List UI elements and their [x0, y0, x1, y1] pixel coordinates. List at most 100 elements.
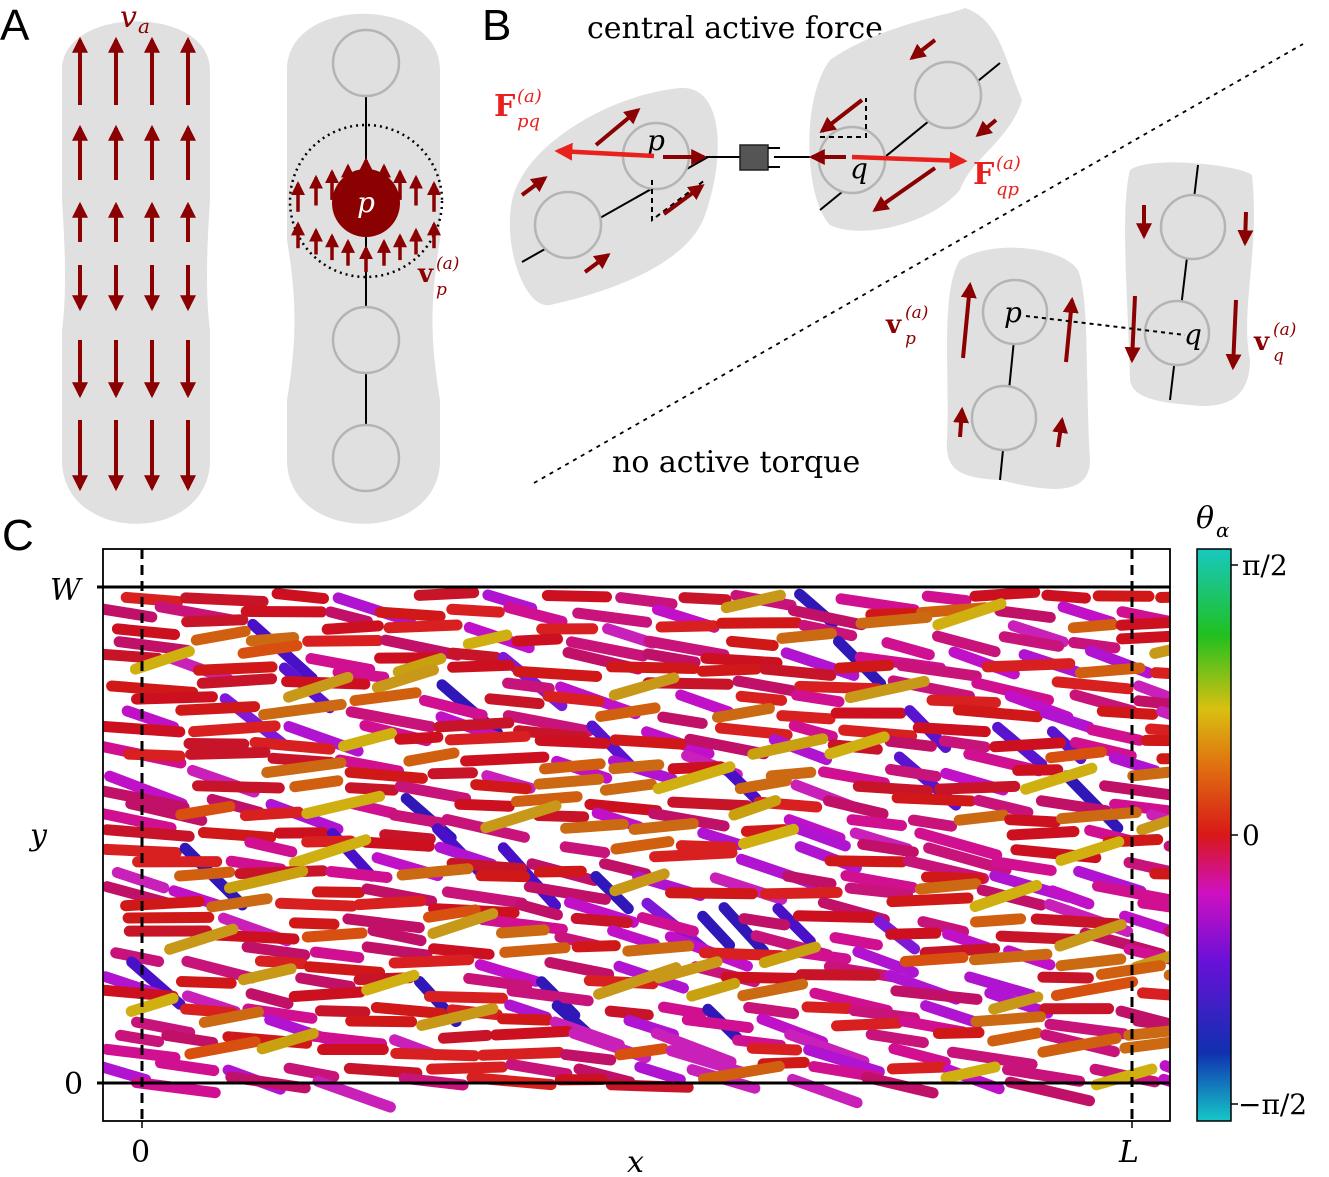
p-label-b: p: [647, 124, 665, 157]
cell-p-top: p: [509, 87, 718, 306]
rod-cell: [224, 865, 309, 894]
rod-cell: [914, 878, 982, 895]
rod-cell: [249, 737, 336, 755]
rod-cell: [237, 640, 303, 659]
rod-cell: [533, 810, 590, 823]
rod-cell: [615, 592, 678, 610]
rod-cell: [857, 838, 919, 858]
rod-cell: [886, 1061, 947, 1075]
rod-cell: [103, 785, 190, 813]
rod-cell: [844, 882, 914, 900]
rod-cell: [1030, 913, 1123, 930]
rod-cell: [1006, 826, 1080, 841]
rod-cell: [345, 706, 437, 733]
rod-cell: [490, 1025, 574, 1041]
rod-cell: [720, 971, 800, 984]
rod-cell: [1044, 1018, 1130, 1040]
vq-sub-b: q: [1273, 346, 1284, 366]
neighborhood-circle: [288, 123, 444, 279]
rod-cell: [746, 1042, 803, 1056]
rod-cell: [283, 1062, 340, 1083]
node-circle: [331, 305, 401, 375]
x-axis-label: x: [627, 1145, 644, 1177]
vp-label: v: [417, 259, 434, 289]
rod-cell: [480, 800, 562, 834]
rod-cell: [803, 1044, 885, 1078]
rod-cell: [953, 809, 1009, 826]
no-torque-caption: no active torque: [612, 445, 860, 480]
rod-cell: [610, 836, 675, 855]
rod-cell: [818, 766, 890, 789]
rod-cell: [884, 735, 937, 752]
rod-cell: [193, 661, 278, 676]
rod-cell: [824, 731, 890, 760]
rod-cell: [657, 711, 708, 729]
rod-cell: [1149, 868, 1170, 880]
rod-cell: [1140, 734, 1170, 747]
rod-cell: [969, 586, 1041, 602]
rod-cell: [789, 821, 851, 852]
rod-cell: [822, 795, 889, 820]
particle-p: [332, 169, 400, 237]
rod-cell: [970, 1011, 1047, 1027]
rod-cell: [379, 829, 436, 845]
rod-cell: [289, 775, 344, 793]
rod-cell: [475, 870, 531, 883]
rod-cell: [1051, 676, 1134, 695]
panel-label-a: A: [0, 1, 30, 50]
rod-cell: [511, 633, 564, 647]
rod-cell: [655, 620, 720, 633]
rod-cell: [295, 972, 356, 992]
rod-cell: [570, 912, 633, 929]
rod-cell: [595, 702, 661, 722]
rod-cell: [131, 691, 218, 705]
rod-cell: [325, 606, 373, 627]
rod-cell: [776, 710, 836, 725]
rod-cell: [718, 902, 770, 957]
rod-cell: [940, 1061, 1001, 1084]
rod-cell: [428, 943, 495, 960]
rod-cell: [505, 1058, 573, 1080]
colorbar-tick-mid: 0: [1242, 819, 1260, 852]
rod-cell: [1055, 953, 1127, 972]
rod-cell: [190, 625, 251, 646]
rod-cell: [846, 814, 907, 832]
rod-cell: [539, 758, 606, 775]
rod-cell: [784, 1029, 870, 1067]
rod-cell: [801, 1001, 854, 1014]
rod-cell: [367, 925, 427, 947]
rod-cell: [1054, 919, 1127, 952]
rod-cell: [1039, 707, 1095, 733]
rod-cell: [1137, 987, 1170, 1001]
rod-cell: [681, 1014, 754, 1034]
rod-cell: [314, 1005, 371, 1018]
rod-cell: [1020, 762, 1098, 795]
rod-cell: [370, 1002, 447, 1019]
rod-cell: [506, 985, 594, 1007]
rod-cell: [271, 588, 329, 604]
vp-sub: p: [436, 280, 447, 300]
rod-cell: [311, 886, 365, 898]
rod-cell: [542, 690, 605, 707]
rod-cell: [696, 663, 762, 677]
rod-cell: [512, 665, 603, 682]
rod-cell: [180, 592, 269, 607]
rod-cell: [383, 619, 463, 634]
rod-cell: [861, 1071, 939, 1099]
rod-cell: [969, 948, 1053, 966]
rod-cell: [886, 892, 974, 908]
rod-cell: [437, 1029, 493, 1044]
rod-cell: [1035, 795, 1112, 817]
rod-cell: [994, 605, 1056, 623]
rod-cell: [245, 632, 300, 647]
rod-cell: [196, 673, 278, 689]
rod-cell: [338, 727, 398, 752]
rod-cell: [533, 773, 605, 790]
rod-cell: [1056, 806, 1142, 825]
rod-cell: [584, 798, 663, 817]
rod-cell: [560, 818, 629, 834]
rod-cell: [891, 792, 977, 807]
rod-cell: [1099, 780, 1170, 801]
fpq-sub: pq: [517, 111, 540, 132]
xtick-l: L: [1118, 1135, 1139, 1170]
